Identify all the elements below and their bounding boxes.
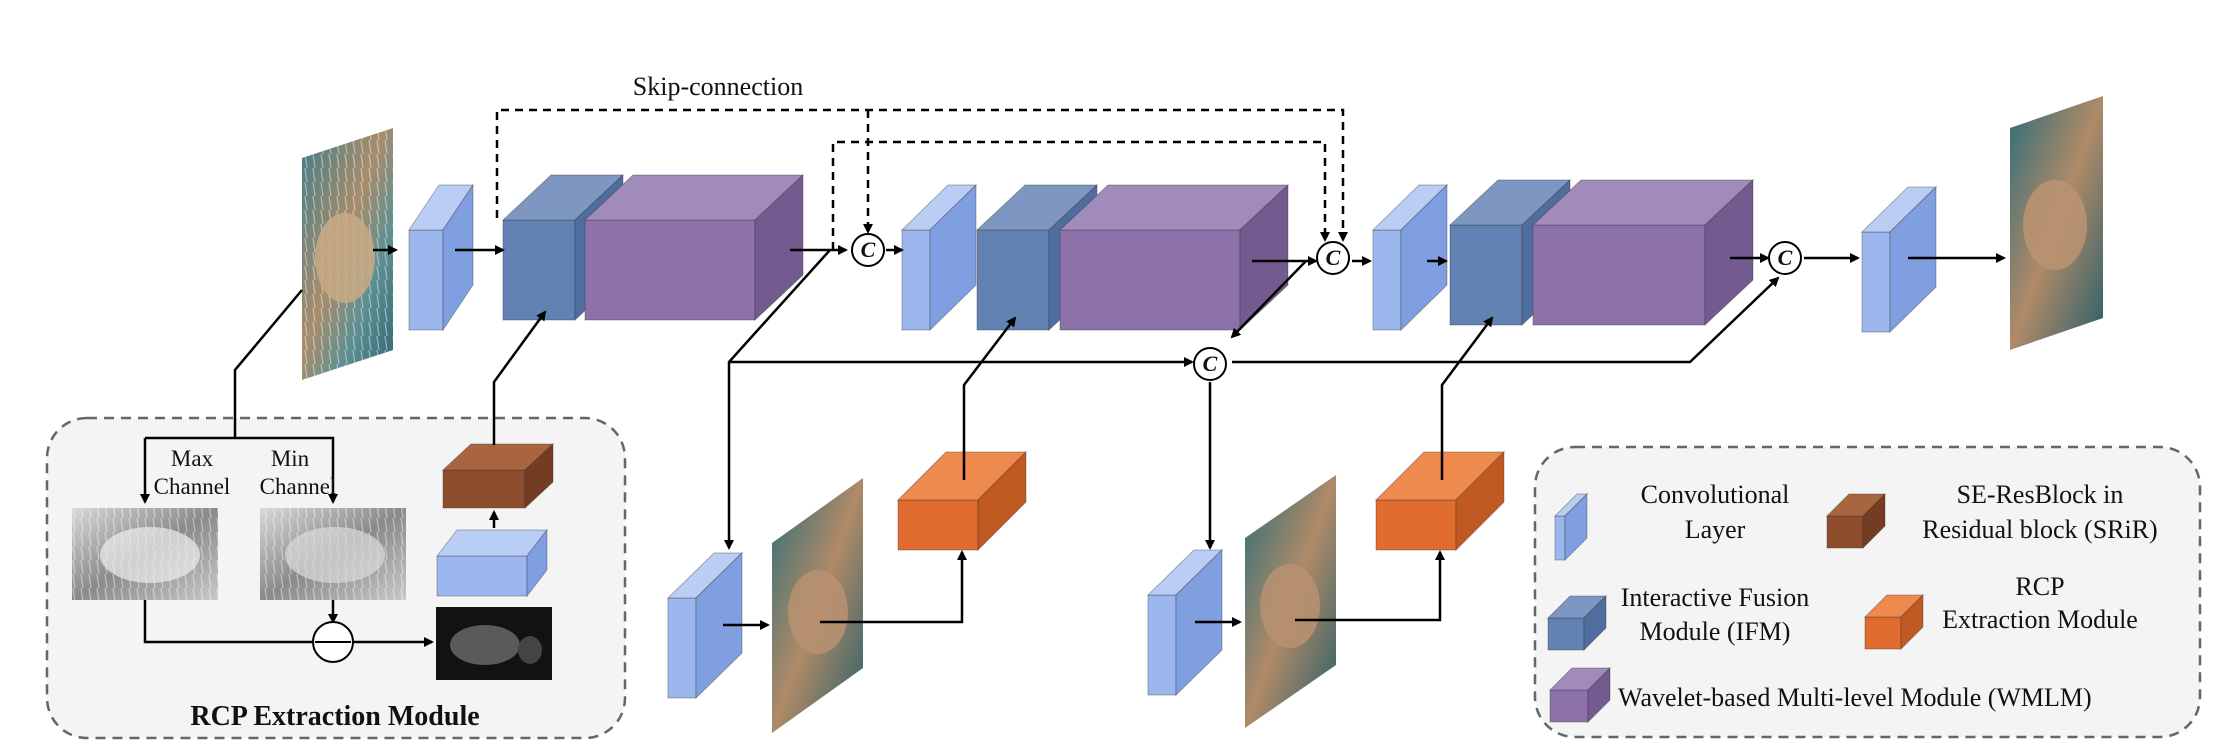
subtraction-operator <box>312 621 354 663</box>
legend-ifm-line2: Module (IFM) <box>1640 617 1791 646</box>
skip-connection-label: Skip-connection <box>633 72 803 101</box>
legend-conv-icon <box>1553 492 1589 562</box>
concat-node-3: C <box>1193 347 1227 381</box>
min-channel-image <box>260 508 406 600</box>
legend-conv-line1: Convolutional <box>1641 480 1790 509</box>
legend-ifm-icon <box>1546 594 1608 652</box>
legend-srir-icon <box>1825 492 1887 550</box>
legend-srir-line1: SE-ResBlock in <box>1957 480 2124 509</box>
legend-conv-line2: Layer <box>1685 515 1746 544</box>
rcp-module-1 <box>896 450 1028 552</box>
conv-layer-3 <box>1371 183 1449 332</box>
derained-output-image <box>2010 96 2103 350</box>
wmlm-block-2 <box>1058 183 1290 332</box>
rcp-map-image <box>436 607 552 680</box>
max-channel-label-line2: Channel <box>154 474 231 499</box>
wmlm-block-3 <box>1531 178 1755 327</box>
svg-text:C: C <box>1326 245 1341 270</box>
legend-wmlm-icon <box>1548 666 1612 724</box>
legend-rcp-line2: Extraction Module <box>1942 605 2138 634</box>
min-channel-label-line2: Channel <box>260 474 337 499</box>
conv-layer-rcp <box>435 528 549 598</box>
concat-node-2: C <box>1316 241 1350 275</box>
concat-node-4: C <box>1768 241 1802 275</box>
svg-text:C: C <box>861 237 876 262</box>
intermediate-image-1 <box>772 478 863 733</box>
legend-ifm-line1: Interactive Fusion <box>1621 583 1809 612</box>
svg-text:C: C <box>1203 351 1218 376</box>
intermediate-image-2 <box>1245 475 1336 728</box>
conv-layer-1 <box>408 183 474 332</box>
rcp-module-title: RCP Extraction Module <box>190 701 479 732</box>
conv-layer-4 <box>1860 185 1938 334</box>
legend-wmlm: Wavelet-based Multi-level Module (WMLM) <box>1618 683 2092 712</box>
max-channel-image <box>72 508 218 600</box>
lower-conv-layer-1 <box>666 551 744 700</box>
max-channel-label-line1: Max <box>171 446 214 471</box>
legend-panel <box>1533 445 2202 739</box>
rainy-input-image <box>302 128 393 380</box>
min-channel-label-line1: Min <box>271 446 310 471</box>
srir-block <box>441 442 555 510</box>
wmlm-block-1 <box>583 173 805 322</box>
legend-rcp-icon <box>1863 593 1925 651</box>
svg-text:C: C <box>1778 245 1793 270</box>
connections <box>140 245 2006 647</box>
rcp-module-2 <box>1374 450 1506 552</box>
conv-layer-2 <box>900 183 978 332</box>
legend-rcp-line1: RCP <box>2015 572 2064 601</box>
concat-node-1: C <box>851 233 885 267</box>
legend-srir-line2: Residual block (SRiR) <box>1922 515 2157 544</box>
skip-connections <box>495 108 1348 250</box>
